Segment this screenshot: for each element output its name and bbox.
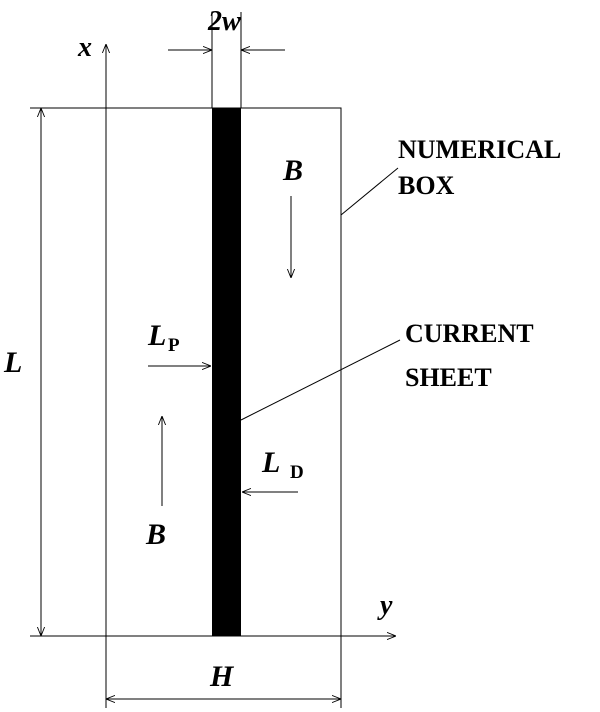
x-axis-label: x [77, 32, 92, 63]
numerical-box-label-line1: NUMERICAL [398, 135, 561, 164]
length-label: L [3, 346, 22, 379]
field-label-bottom: B [145, 518, 166, 551]
numerical-box-leader [340, 167, 399, 216]
height-label: H [209, 660, 235, 693]
lp-label-main: L [147, 319, 166, 352]
field-label-top: B [282, 154, 303, 187]
y-axis-label: y [377, 590, 393, 621]
lp-label-sub: P [168, 335, 180, 356]
numerical-box-label-line2: BOX [398, 171, 455, 200]
current-sheet-label-line1: CURRENT [405, 319, 534, 348]
width-label: 2w [207, 6, 241, 37]
current-sheet-label-line2: SHEET [405, 363, 492, 392]
current-sheet-leader [240, 339, 401, 421]
ld-label-sub: D [290, 462, 304, 483]
ld-label-main: L [261, 446, 280, 479]
current-sheet [212, 108, 241, 636]
